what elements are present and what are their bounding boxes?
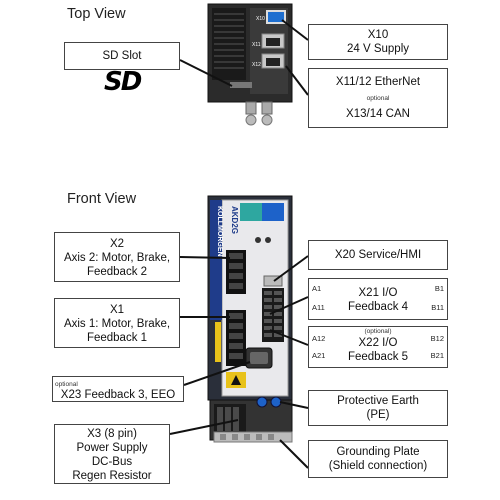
- callout-grounding-plate: Grounding Plate (Shield connection): [308, 440, 448, 478]
- callout-x20: X20 Service/HMI: [308, 240, 448, 270]
- leader-lines: [169, 19, 309, 469]
- callout-line: X22 I/O: [358, 337, 398, 349]
- top-view-heading: Top View: [67, 6, 126, 22]
- svg-text:X10: X10: [256, 16, 265, 22]
- callout-line: Power Supply: [76, 442, 148, 454]
- callout-line: Protective Earth: [337, 395, 419, 407]
- callout-line: Feedback 2: [86, 266, 148, 278]
- corner-label: B21: [430, 351, 444, 360]
- callout-line: X1: [109, 304, 125, 316]
- front-view-device: KOLLMORGEN AKD2G: [207, 195, 293, 443]
- callout-x11-12: X11/12 EtherNet optional X13/14 CAN: [308, 68, 448, 128]
- callout-pe: Protective Earth (PE): [308, 390, 448, 426]
- callout-x3: X3 (8 pin) Power Supply DC-Bus Regen Res…: [54, 424, 170, 484]
- callout-line: Grounding Plate: [336, 446, 420, 458]
- callout-line: (Shield connection): [328, 460, 428, 472]
- callout-line: X10: [367, 29, 389, 41]
- optional-note: optional: [55, 381, 78, 388]
- callout-sd-slot: SD Slot: [64, 42, 180, 70]
- corner-label: A1: [312, 284, 322, 293]
- callout-line: SD Slot: [102, 50, 142, 62]
- model-label: AKD2G: [230, 206, 239, 234]
- callout-line: DC-Bus: [91, 456, 133, 468]
- front-view-heading: Front View: [67, 191, 137, 207]
- svg-text:X11: X11: [252, 42, 261, 48]
- callout-line: X13/14 CAN: [346, 108, 410, 120]
- sd-logo-icon: SD: [104, 67, 142, 97]
- corner-label: A12: [312, 334, 326, 343]
- callout-line: Feedback 1: [86, 332, 148, 344]
- callout-line: Regen Resistor: [72, 470, 152, 482]
- callout-line: X3 (8 pin): [87, 428, 137, 440]
- corner-label: B1: [434, 284, 444, 293]
- callout-line: Feedback 4: [347, 301, 409, 313]
- callout-line: X20 Service/HMI: [334, 249, 422, 261]
- callout-line: X11/12 EtherNet: [335, 76, 421, 88]
- callout-x21: A1 B1 A11 B11 X21 I/O Feedback 4: [308, 278, 448, 320]
- callout-line: 24 V Supply: [346, 43, 409, 55]
- corner-label: B12: [430, 334, 444, 343]
- svg-text:X12: X12: [252, 62, 261, 68]
- brand-label: KOLLMORGEN: [216, 206, 223, 257]
- callout-x1: X1 Axis 1: Motor, Brake, Feedback 1: [54, 298, 180, 348]
- corner-label: A11: [312, 303, 325, 312]
- optional-note: (optional): [364, 328, 392, 335]
- callout-line: X23 Feedback 3, EEO: [60, 389, 176, 401]
- callout-line: X21 I/O: [358, 287, 398, 299]
- top-view-device: X10 X11 X12: [207, 3, 293, 126]
- callout-line: Axis 2: Motor, Brake,: [63, 252, 171, 264]
- callout-line: X2: [109, 238, 125, 250]
- callout-line: Axis 1: Motor, Brake,: [63, 318, 171, 330]
- callout-x22: A12 B12 A21 B21 (optional) X22 I/O Feedb…: [308, 326, 448, 368]
- callout-x10: X10 24 V Supply: [308, 24, 448, 60]
- callout-x23: optional X23 Feedback 3, EEO: [52, 376, 184, 402]
- corner-label: A21: [312, 351, 326, 360]
- callout-x2: X2 Axis 2: Motor, Brake, Feedback 2: [54, 232, 180, 282]
- callout-line: Feedback 5: [347, 351, 409, 363]
- optional-note: optional: [366, 95, 390, 102]
- corner-label: B11: [431, 303, 444, 312]
- callout-line: (PE): [366, 409, 390, 421]
